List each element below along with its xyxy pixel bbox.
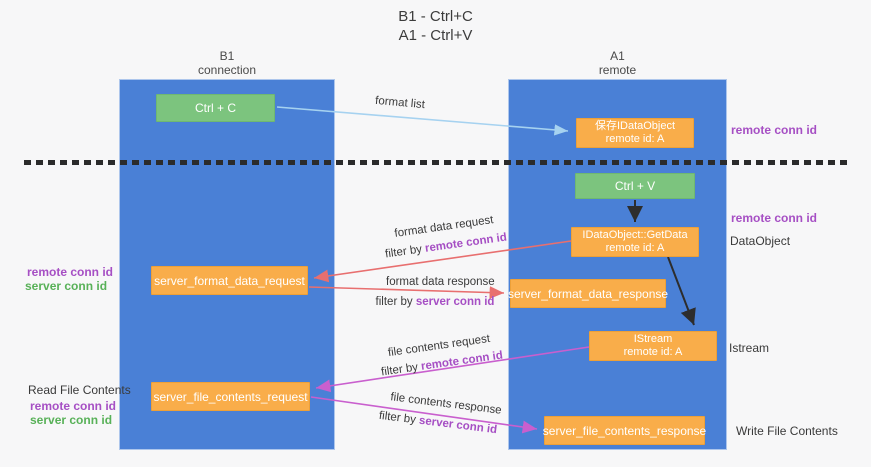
annotation-dataobject: DataObject: [730, 234, 791, 248]
arrow-file-contents-response: [310, 396, 538, 434]
annotation-remote-conn-id-left-top: remote conn id: [27, 265, 114, 279]
node-istream-line1: IStream: [633, 332, 673, 345]
node-server-file-contents-request-label: server_file_contents_request: [153, 389, 308, 404]
title-line-1: B1 - Ctrl+C: [398, 8, 473, 25]
node-save-idataobject-line1: 保存IDataObject: [594, 119, 676, 132]
node-ctrl-v-label: Ctrl + V: [614, 179, 656, 193]
arrow-getdata-to-istream: [667, 256, 696, 326]
node-server-format-data-request-label: server_format_data_request: [154, 273, 305, 288]
node-istream-line2: remote id: A: [623, 346, 683, 358]
node-save-idataobject-line2: remote id: A: [605, 133, 665, 145]
filter-key-server-conn-id: server conn id: [415, 296, 495, 308]
lifeline-b1-name: B1: [219, 49, 235, 63]
lifeline-a1-subtitle: remote: [598, 63, 637, 77]
label-format-data-response-filter: filter by server conn id: [375, 296, 495, 308]
node-ctrl-v: Ctrl + V: [575, 173, 695, 199]
arrow-file-contents-request: [315, 346, 590, 393]
node-server-file-contents-response: server_file_contents_response: [542, 416, 707, 445]
annotation-server-conn-id-left-top: server conn id: [25, 279, 108, 293]
annotation-istream: Istream: [729, 341, 770, 355]
arrow-format-data-response: [308, 286, 505, 299]
node-save-idataobject: 保存IDataObject remote id: A: [576, 118, 694, 148]
annotation-remote-conn-id-top-right: remote conn id: [731, 123, 818, 137]
lifeline-a1-name: A1: [610, 49, 625, 63]
annotation-remote-conn-id-mid-right: remote conn id: [731, 211, 818, 225]
node-ctrl-c: Ctrl + C: [156, 94, 275, 122]
node-server-format-data-response-label: server_format_data_response: [507, 286, 669, 301]
title-line-2: A1 - Ctrl+V: [398, 27, 473, 44]
arrow-format-data-request: [313, 240, 572, 283]
label-format-data-response: format data response: [386, 276, 495, 288]
annotation-read-file-contents: Read File Contents: [28, 383, 131, 397]
diagram-title: B1 - Ctrl+C A1 - Ctrl+V: [0, 7, 871, 45]
lifeline-header-a1: A1 remote: [508, 49, 727, 77]
node-istream: IStream remote id: A: [589, 331, 717, 361]
node-server-file-contents-response-label: server_file_contents_response: [542, 423, 707, 438]
node-getdata-line1: IDataObject::GetData: [582, 228, 688, 241]
copy-paste-divider-dashed-line: [24, 160, 848, 165]
annotation-write-file-contents: Write File Contents: [736, 424, 838, 438]
annotation-server-conn-id-left-bottom: server conn id: [30, 413, 113, 427]
node-idataobject-getdata: IDataObject::GetData remote id: A: [571, 227, 699, 257]
node-server-format-data-request: server_format_data_request: [151, 266, 308, 295]
arrow-format-list: [276, 106, 569, 136]
lifeline-b1-subtitle: connection: [197, 63, 257, 77]
node-server-file-contents-request: server_file_contents_request: [151, 382, 310, 411]
lifeline-header-b1: B1 connection: [119, 49, 335, 77]
node-ctrl-c-label: Ctrl + C: [194, 101, 236, 115]
annotation-remote-conn-id-left-bottom: remote conn id: [30, 399, 117, 413]
node-server-format-data-response: server_format_data_response: [507, 279, 669, 308]
node-getdata-line2: remote id: A: [605, 242, 665, 254]
